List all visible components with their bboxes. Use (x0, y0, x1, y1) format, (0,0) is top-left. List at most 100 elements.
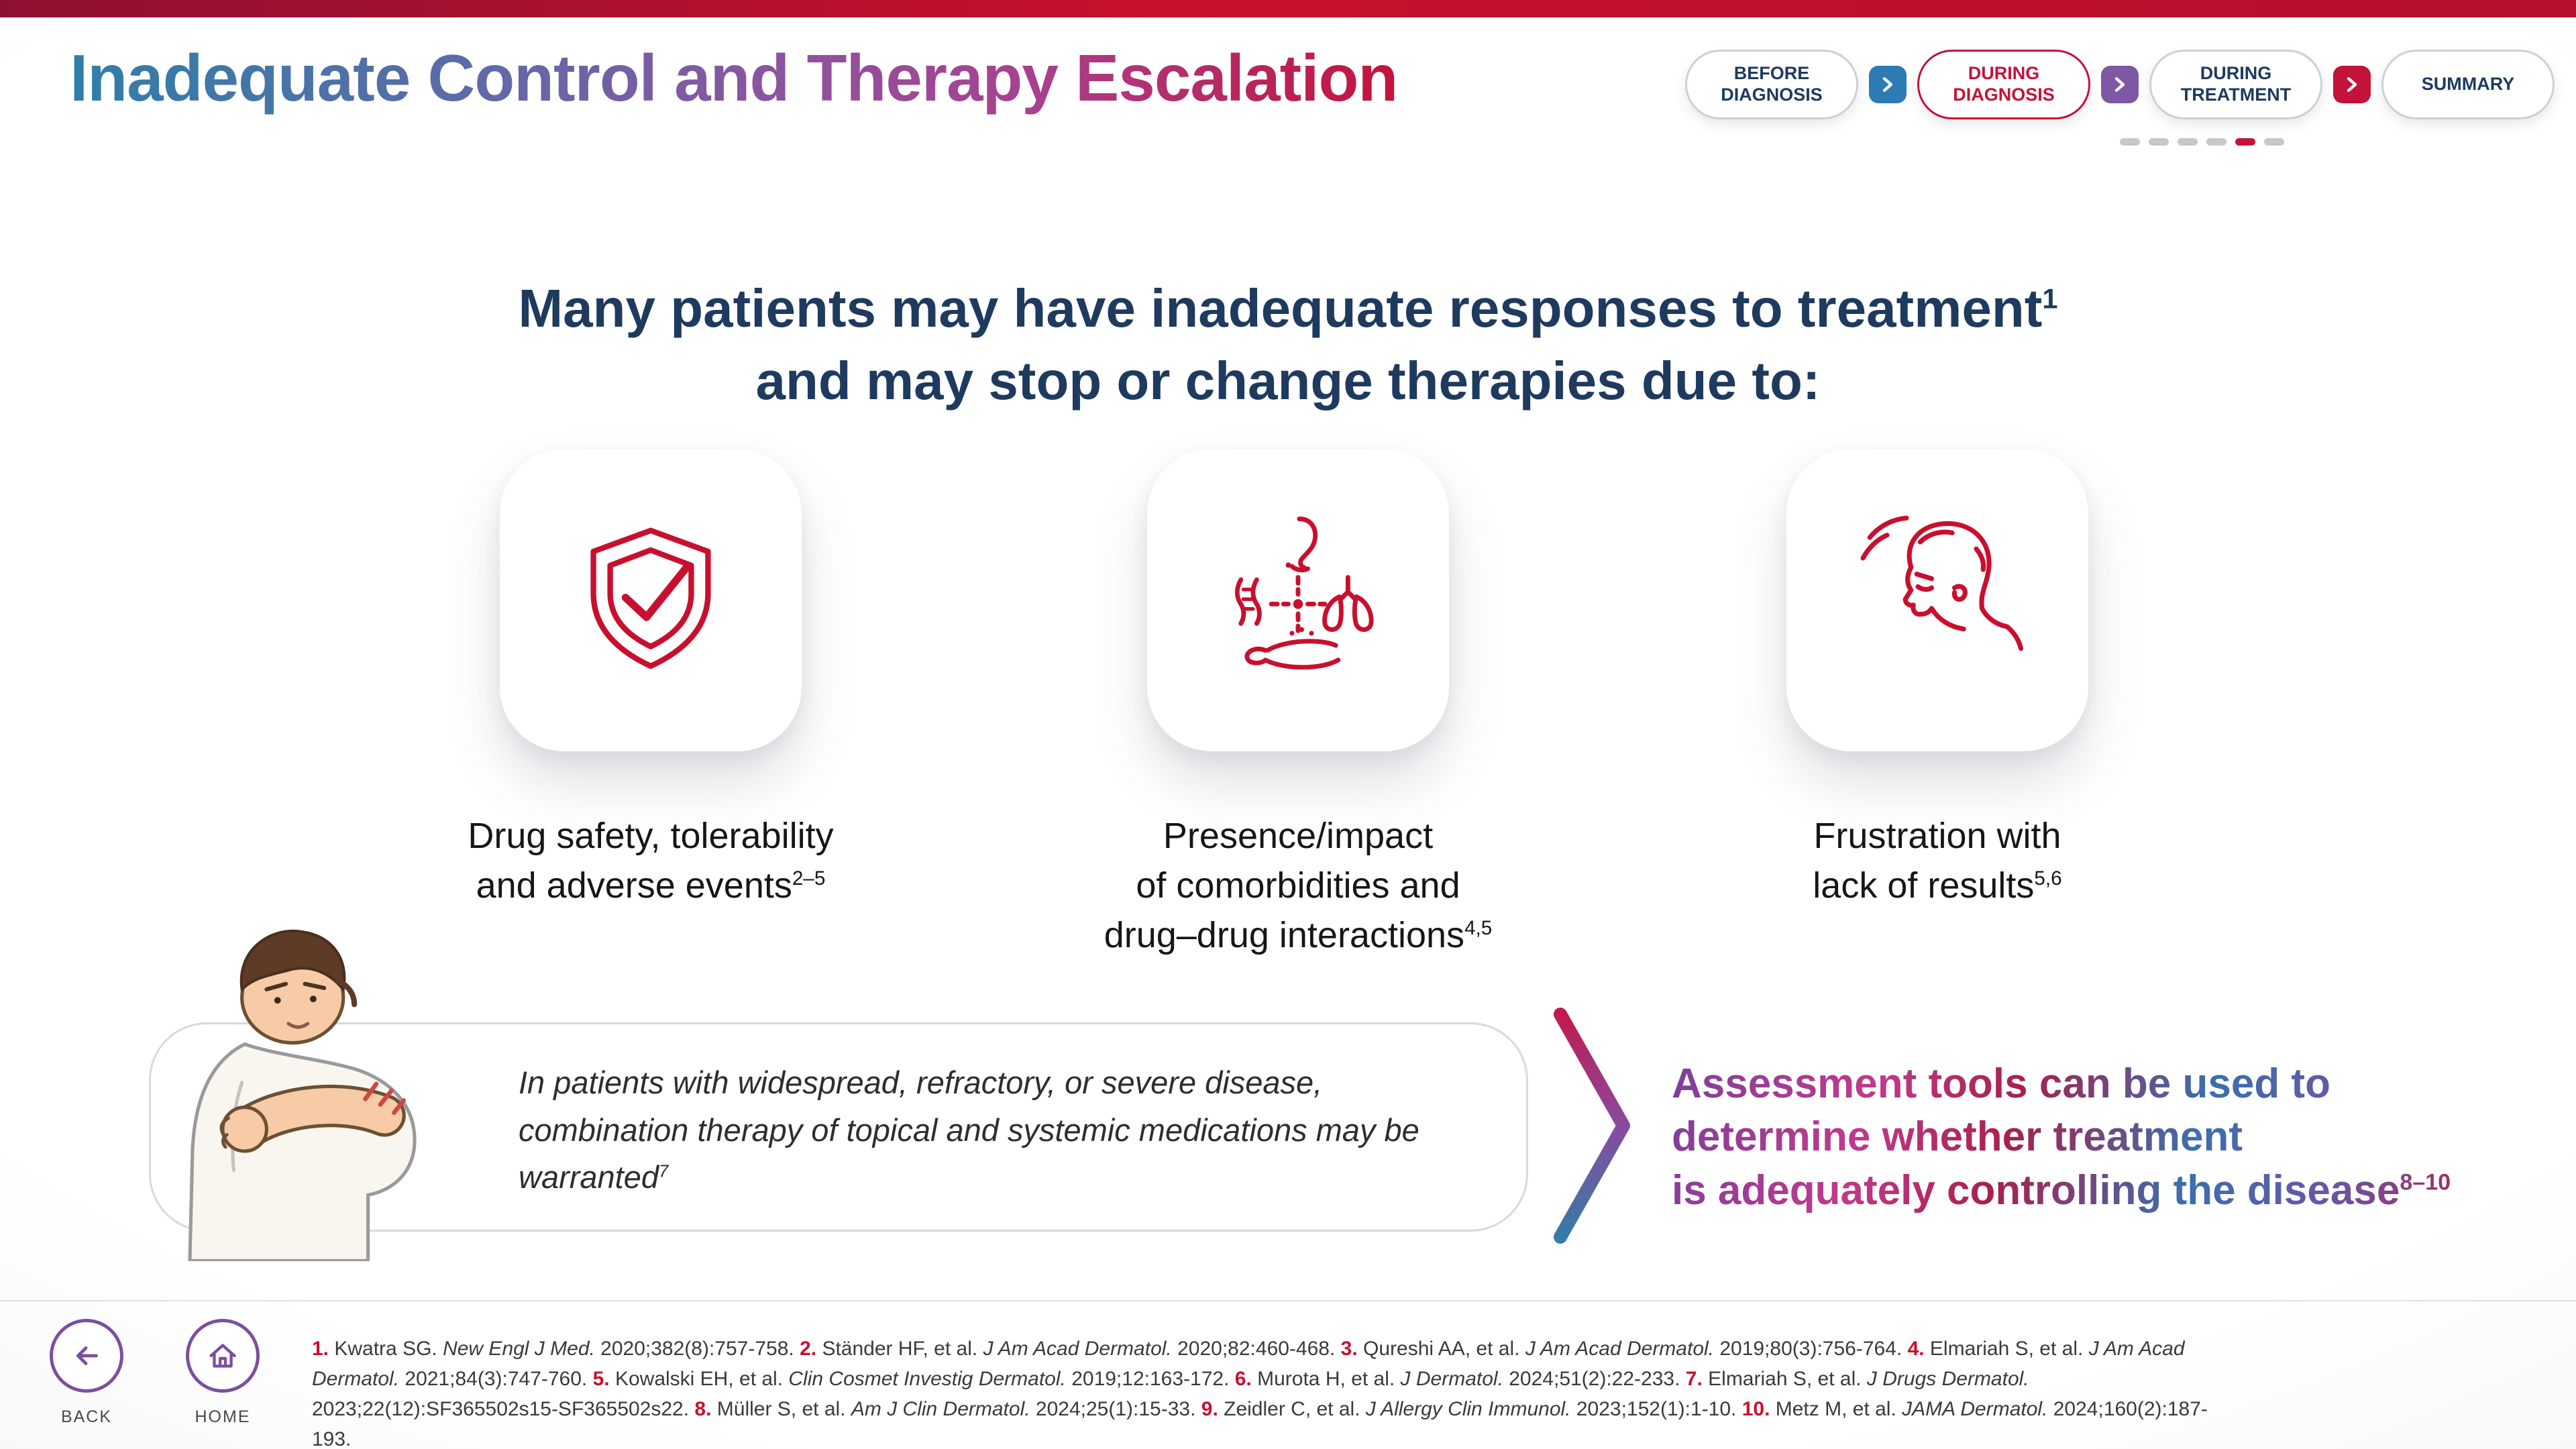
stepper-step-summary[interactable]: SUMMARY (2381, 50, 2555, 119)
card-frustration-caption: Frustration with lack of results5,6 (1649, 812, 2226, 911)
reference-tail: 2023;22(12):SF365502s15-SF365502s22. (312, 1398, 695, 1420)
references: 1. Kwatra SG. New Engl J Med. 2020;382(8… (312, 1334, 2237, 1449)
footer-divider (0, 1300, 2576, 1301)
back-arrow-icon (76, 1346, 98, 1366)
stepper: BEFORE DIAGNOSIS DURING DIAGNOSIS DURING… (1685, 50, 2555, 119)
reference-tail: 2019;12:163-172. (1065, 1368, 1235, 1390)
reference-tail: 2020;382(8):757-758. (594, 1338, 800, 1360)
stepper-step-label: DURING DIAGNOSIS (1953, 63, 2055, 105)
reference-number: 9. (1201, 1398, 1224, 1420)
caption-line: and adverse events (476, 865, 792, 906)
caption-refs: 5,6 (2034, 867, 2062, 890)
home-button[interactable] (186, 1319, 260, 1393)
stepper-step-during-diagnosis[interactable]: DURING DIAGNOSIS (1917, 50, 2090, 119)
reference-tail: 2024;160(2):187-193. (312, 1398, 2208, 1449)
callout-text: In patients with widespread, refractory,… (519, 1059, 1498, 1201)
shield-check-icon (590, 527, 711, 669)
stepper-step-label: DURING TREATMENT (2180, 63, 2292, 105)
reference-authors: Elmariah S, et al. (1929, 1338, 2089, 1360)
stepper-step-label: BEFORE DIAGNOSIS (1721, 63, 1823, 105)
reference-number: 4. (1907, 1338, 1930, 1360)
back-button[interactable] (50, 1319, 123, 1393)
caption-line: lack of results (1813, 865, 2035, 906)
reference-tail: 2024;51(2):22-233. (1503, 1368, 1686, 1390)
reference-tail: 2019;80(3):756-764. (1714, 1338, 1908, 1360)
headline-ref: 1 (2042, 282, 2058, 315)
reference-authors: Murota H, et al. (1257, 1368, 1401, 1390)
comorbidities-interactions-icon (1234, 517, 1374, 670)
card-drug-safety (500, 449, 802, 751)
reference-number: 2. (800, 1338, 822, 1360)
reference-number: 10. (1741, 1398, 1776, 1420)
page-title: Inadequate Control and Therapy Escalatio… (70, 41, 1398, 115)
caption-line: Frustration with (1813, 816, 2061, 856)
card-comorbidities-caption: Presence/impact of comorbidities and dru… (1010, 812, 1587, 961)
caption-line: Presence/impact (1163, 816, 1434, 856)
back-label: BACK (60, 1407, 113, 1426)
card-frustration (1786, 449, 2088, 751)
person-scratching-illustration (188, 929, 417, 1261)
caption-refs: 2–5 (792, 867, 826, 890)
reference-authors: Ständer HF, et al. (822, 1338, 983, 1360)
reference-number: 3. (1340, 1338, 1364, 1360)
progress-dot (2235, 138, 2255, 146)
reference-number: 5. (592, 1368, 615, 1390)
frustrated-person-icon (1860, 515, 2024, 651)
card-drug-safety-caption: Drug safety, tolerability and adverse ev… (362, 812, 939, 911)
caption-line: Drug safety, tolerability (468, 816, 834, 856)
reference-authors: Müller S, et al. (716, 1398, 851, 1420)
reference-journal: Clin Cosmet Investig Dermatol. (788, 1368, 1066, 1390)
reference-authors: Qureshi AA, et al. (1363, 1338, 1525, 1360)
home-icon (209, 1344, 236, 1368)
reference-journal: J Dermatol. (1400, 1368, 1503, 1390)
reference-authors: Elmariah S, et al. (1708, 1368, 1867, 1390)
reference-tail: 2023;152(1):1-10. (1570, 1398, 1742, 1420)
progress-dot (2120, 138, 2140, 146)
reference-number: 6. (1234, 1368, 1258, 1390)
reference-journal: J Allergy Clin Immunol. (1365, 1398, 1571, 1420)
progress-dot (2149, 138, 2169, 146)
stepper-arrow-icon (2101, 66, 2139, 103)
assessment-statement: Assessment tools can be used to determin… (1672, 1057, 2571, 1217)
headline-line1: Many patients may have inadequate respon… (518, 278, 2043, 338)
reference-journal: J Am Acad Dermatol. (983, 1338, 1172, 1360)
assessment-line: is adequately controlling the disease (1672, 1167, 2400, 1214)
reference-journal: New Engl J Med. (443, 1338, 595, 1360)
stepper-arrow-icon (1869, 66, 1907, 103)
reference-journal: Am J Clin Dermatol. (851, 1398, 1030, 1420)
chevron-right-icon (1554, 1008, 1630, 1244)
reference-journal: J Am Acad Dermatol. (1525, 1338, 1715, 1360)
home-label: HOME (195, 1407, 251, 1426)
reference-authors: Zeidler C, et al. (1224, 1398, 1366, 1420)
reference-journal: J Am Acad Dermatol. (312, 1338, 2185, 1390)
progress-dots (2120, 138, 2284, 146)
reference-number: 7. (1685, 1368, 1709, 1390)
assessment-line: Assessment tools can be used to (1672, 1061, 2330, 1107)
reference-authors: Metz M, et al. (1775, 1398, 1902, 1420)
reference-journal: JAMA Dermatol. (1902, 1398, 2048, 1420)
callout-ref: 7 (659, 1162, 669, 1181)
stepper-arrow-icon (2333, 66, 2371, 103)
stepper-step-during-treatment[interactable]: DURING TREATMENT (2149, 50, 2322, 119)
reference-tail: 2024;25(1):15-33. (1030, 1398, 1201, 1420)
reference-number: 8. (694, 1398, 717, 1420)
progress-dot (2178, 138, 2198, 146)
reference-number: 1. (312, 1338, 335, 1360)
top-accent-bar (0, 0, 2576, 17)
progress-dot (2206, 138, 2226, 146)
assessment-refs: 8–10 (2400, 1169, 2451, 1195)
reference-tail: 2020;82:460-468. (1171, 1338, 1341, 1360)
reference-authors: Kowalski EH, et al. (614, 1368, 789, 1390)
caption-refs: 4,5 (1464, 916, 1493, 939)
caption-line: drug–drug interactions (1104, 914, 1465, 955)
assessment-line: determine whether treatment (1672, 1114, 2243, 1161)
progress-dot (2264, 138, 2284, 146)
headline-line2: and may stop or change therapies due to: (755, 351, 1821, 411)
card-comorbidities (1147, 449, 1449, 751)
stepper-step-label: SUMMARY (2421, 74, 2515, 95)
reference-authors: Kwatra SG. (334, 1338, 443, 1360)
headline: Many patients may have inadequate respon… (0, 272, 2576, 417)
stepper-step-before-diagnosis[interactable]: BEFORE DIAGNOSIS (1685, 50, 1858, 119)
reference-journal: J Drugs Dermatol. (1866, 1368, 2029, 1390)
